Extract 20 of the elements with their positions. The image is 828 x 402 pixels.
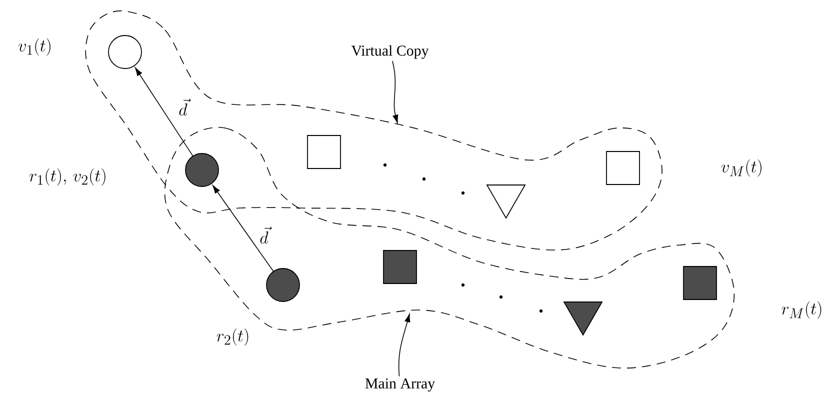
- variable-label: $r_M(t)$: [782, 301, 822, 319]
- square-marker: [683, 266, 717, 300]
- variable-label: $v_M(t)$: [721, 159, 762, 177]
- circle-marker: [185, 153, 219, 187]
- variable-label: $r_2(t)$: [216, 328, 248, 346]
- leader-line: [398, 314, 410, 377]
- arrow: [212, 185, 274, 272]
- square-marker: [307, 135, 341, 169]
- circle-marker: [108, 35, 142, 69]
- arrow: [134, 68, 194, 156]
- circle-marker: [266, 268, 300, 302]
- edge-label: $\vec{d}$: [178, 98, 191, 116]
- square-marker: [383, 250, 417, 284]
- square-marker: [606, 151, 640, 185]
- region-label: Virtual Copy: [351, 45, 429, 59]
- leader-line: [392, 60, 398, 124]
- edge-label: $\vec{d}$: [258, 226, 272, 244]
- region-label: Main Array: [365, 378, 435, 392]
- variable-label: $r_1(t),\, v_2(t)$: [30, 168, 106, 186]
- variable-label: $v_1(t)$: [18, 38, 50, 56]
